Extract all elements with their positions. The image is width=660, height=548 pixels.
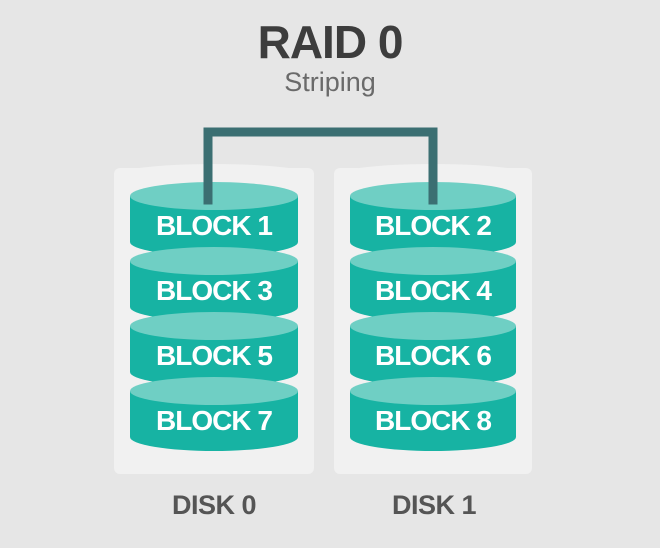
block-label: BLOCK 5 <box>156 340 272 371</box>
disk-0-block-4: BLOCK 7 <box>130 377 298 451</box>
block-body <box>350 261 516 321</box>
block-top <box>350 247 516 275</box>
disk-0-block-2: BLOCK 3 <box>130 247 298 321</box>
block-top <box>350 312 516 340</box>
block-body <box>130 326 298 386</box>
disk-1-block-3: BLOCK 6 <box>350 312 516 386</box>
block-body <box>350 326 516 386</box>
block-label: BLOCK 6 <box>375 340 491 371</box>
stripe-connector <box>203 127 438 205</box>
block-label: BLOCK 4 <box>375 275 492 306</box>
block-top <box>350 377 516 405</box>
disk-1-block-4: BLOCK 8 <box>350 377 516 451</box>
block-label: BLOCK 8 <box>375 405 491 436</box>
disk-0-block-1: BLOCK 1 <box>130 182 298 256</box>
diagram-subtitle: Striping <box>284 67 376 97</box>
disk-0-container-top <box>114 164 314 188</box>
block-body <box>130 391 298 451</box>
block-label: BLOCK 7 <box>156 405 272 436</box>
diagram-title: RAID 0 <box>257 16 404 68</box>
disk-0-label: DISK 0 <box>171 490 257 520</box>
block-body <box>130 261 298 321</box>
block-label: BLOCK 3 <box>156 275 272 306</box>
block-body <box>130 196 298 256</box>
block-label: BLOCK 2 <box>375 210 491 241</box>
disk-1-block-2: BLOCK 4 <box>350 247 516 321</box>
block-body <box>350 196 516 256</box>
block-top <box>130 377 298 405</box>
disk-0-block-3: BLOCK 5 <box>130 312 298 386</box>
block-top <box>130 247 298 275</box>
block-top <box>130 182 298 210</box>
block-body <box>350 391 516 451</box>
block-label: BLOCK 1 <box>156 210 272 241</box>
disk-1-label: DISK 1 <box>391 490 477 520</box>
block-top <box>130 312 298 340</box>
